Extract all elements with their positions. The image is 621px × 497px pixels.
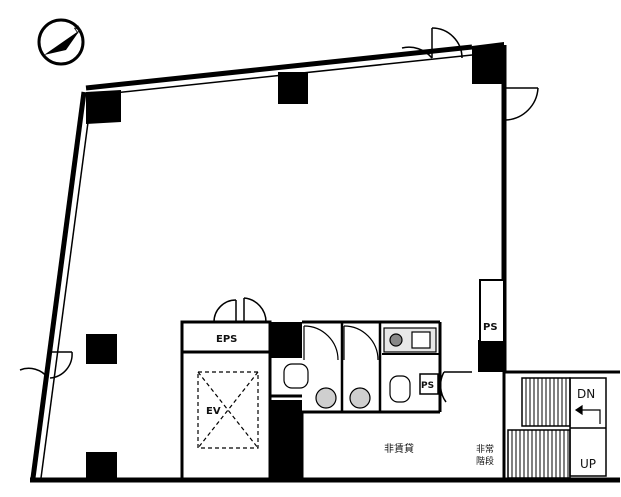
column-core-lower: [270, 400, 302, 480]
dn-label: DN: [577, 387, 595, 401]
dn-arrow: [574, 404, 601, 424]
door-swing-icon: [401, 27, 463, 59]
fixtures: [283, 327, 437, 409]
column-core: [270, 322, 302, 358]
column-bottom-left: [86, 452, 117, 480]
ps-right-box: [479, 279, 505, 343]
ps-small-label: PS: [421, 381, 434, 391]
ev-car: [197, 371, 259, 449]
north-arrow: N: [37, 18, 85, 66]
column-right: [478, 340, 504, 372]
emergency-stairs-label: 非常 階段: [476, 443, 497, 467]
compass-needle: [44, 30, 80, 55]
door-swing-icon: [213, 297, 267, 323]
doors: [19, 27, 539, 403]
door-swing-icon: [439, 371, 472, 403]
sink-icon: [349, 387, 371, 409]
perimeter-walls: [30, 44, 620, 483]
column-top-middle: [278, 72, 308, 104]
door-swing-icon: [504, 87, 539, 121]
ev-label: EV: [206, 406, 221, 417]
ps-small-box: [419, 373, 439, 395]
column-top-left: [86, 90, 121, 124]
toilet-icon: [389, 375, 411, 403]
door-swing-icon: [19, 351, 73, 379]
ev-shaft: [180, 350, 272, 482]
emergency-stairs: [502, 370, 620, 480]
wet-area: [270, 320, 442, 480]
column-top-right: [472, 42, 504, 84]
core: [180, 320, 272, 482]
ps-right-label: PS: [483, 322, 498, 333]
eps-label: EPS: [216, 334, 237, 345]
toilet-icon: [283, 363, 309, 389]
compass-n-mark: N: [73, 24, 84, 36]
sink-icon: [315, 387, 337, 409]
up-label: UP: [580, 457, 596, 471]
column-left-middle: [86, 334, 117, 364]
non-leased-label: 非賃貸: [384, 442, 414, 455]
columns: [86, 42, 504, 480]
stair-treads: [511, 378, 569, 478]
